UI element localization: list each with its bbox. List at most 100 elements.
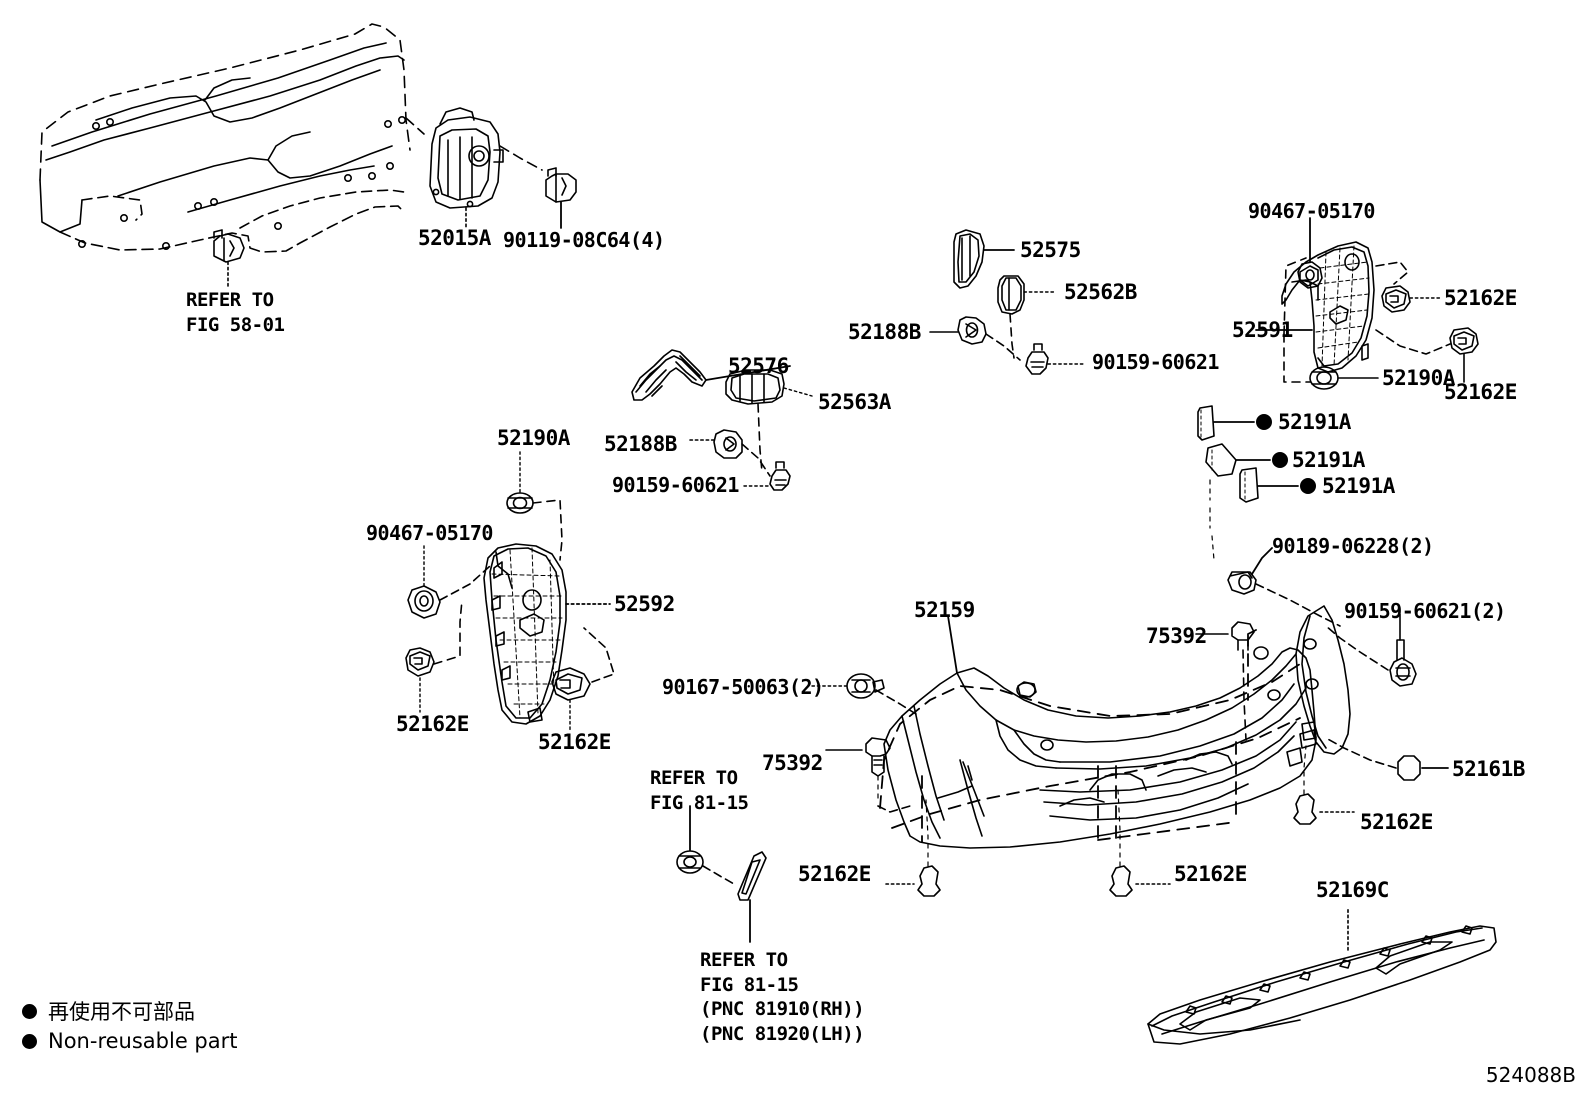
leader-75392-right-down [1242,649,1247,741]
part-52162E-right-upper-clip [1381,285,1411,313]
label-52162e-b1: 52162E [798,862,871,886]
leader-90159-2-dash [1325,625,1389,671]
part-52575-retainer [953,229,985,289]
leader-75392-left-dash [877,805,911,813]
part-52162E-bottom-clip-1 [917,865,941,897]
label-52161b: 52161B [1452,757,1525,781]
bumper-dashed-sections [879,629,1301,847]
leader-52563a [783,387,813,397]
leader-52562b-down [1009,313,1015,359]
non-reusable-dot-icon [22,1003,37,1019]
leader-90189 [1251,547,1273,575]
label-90159-60621-2: 90159-60621(2) [1344,599,1506,623]
part-52015A-bracket [429,107,504,209]
part-52162E-right-lower-clip [1449,327,1479,355]
label-90167-50063: 90167-50063(2) [662,675,824,699]
label-52576: 52576 [728,354,789,378]
part-52162E-right-bumper-clip [1293,793,1317,825]
non-reusable-dot-icon-2 [22,1033,37,1049]
part-52563A-retainer [725,369,785,405]
part-52162E-left-clip-1 [405,647,435,677]
leader-52161b-dash [1325,737,1397,769]
legend-jp-text: 再使用不可部品 [48,1000,195,1024]
part-90189-06228-screw [1227,571,1257,595]
leader-52015a-to-bolt [499,145,543,171]
label-52188b-mid: 52188B [604,432,677,456]
part-52592-seal [483,543,567,725]
part-90467-05170-left-clip [407,585,441,619]
label-52169c: 52169C [1316,878,1389,902]
part-90159-60621-2-bolt [1389,639,1417,687]
part-52562B-retainer [997,275,1025,315]
non-reusable-dot-52191a-1 [1256,414,1272,430]
label-52162e-l2: 52162E [538,730,611,754]
non-reusable-dot-52191a-3 [1300,478,1316,494]
label-90189-06228: 90189-06228(2) [1272,534,1434,558]
label-52015a: 52015A [418,226,491,250]
part-52162E-left-clip-2 [551,667,591,701]
part-52591-seal [1281,241,1375,373]
label-75392-right: 75392 [1146,624,1207,648]
label-52562b: 52562B [1064,280,1137,304]
label-75392-left: 75392 [762,751,823,775]
leader-52191a-down [1209,479,1215,561]
label-refer-fig-58-01: REFER TO FIG 58-01 [186,289,285,336]
label-90119-08c64: 90119-08C64(4) [503,228,665,252]
part-refer-81-15-grommet [676,850,704,874]
label-refer-fig-81-15-b: REFER TO FIG 81-15 (PNC 81910(RH)) (PNC … [700,949,865,1046]
legend-en-text: Non-reusable part [48,1029,238,1053]
leader-90167-dash [875,689,917,715]
leader-52162e-l2-dash [583,627,615,683]
part-rear-moulding-sliver [737,851,767,901]
label-52162e-r3: 52162E [1360,810,1433,834]
label-52190a-right: 52190A [1382,366,1455,390]
label-refer-fig-81-15-a: REFER TO FIG 81-15 [650,767,749,814]
label-52188b-top: 52188B [848,320,921,344]
leader-52563a-down [757,403,763,473]
leader-52576 [705,365,791,381]
legend: 再使用不可部品 Non-reusable part [22,996,237,1056]
leader-52162e-b2-up [1117,789,1121,867]
part-52162E-bottom-clip-2 [1109,865,1133,897]
label-52191a-3: 52191A [1322,474,1395,498]
label-52191a-1: 52191A [1278,410,1351,434]
rear-body-panel-outline [39,23,411,253]
label-52575: 52575 [1020,238,1081,262]
part-52161B-cap [1397,755,1421,781]
part-90159-60621-mid-screw [769,461,791,491]
label-52162e-r1: 52162E [1444,286,1517,310]
leader-90189-dash [1255,583,1341,627]
legend-row-jp: 再使用不可部品 [22,996,237,1026]
part-52188B-mid-clip [713,429,743,459]
label-52162e-l1: 52162E [396,712,469,736]
part-52188B-top-clip [957,316,987,345]
label-90467-05170-right: 90467-05170 [1248,199,1375,223]
label-52162e-r2: 52162E [1444,380,1517,404]
label-52592: 52592 [614,592,675,616]
part-52159-rear-bumper-cover [883,646,1317,849]
leader-panel-to-nut [239,189,405,229]
leader-52162e-l1-dash [433,599,463,665]
part-52191A-pad-2 [1205,443,1237,477]
label-90159-60621-mid: 90159-60621 [612,473,739,497]
leader-52159 [947,615,958,674]
legend-row-en: Non-reusable part [22,1026,237,1056]
part-90119-bolt [545,167,577,203]
part-90159-60621-top-screw [1025,343,1049,375]
label-52563a: 52563A [818,390,891,414]
leader-52162e-r2-dash [1375,329,1451,355]
leader-52162e-r3-up [1303,745,1307,795]
label-52162e-b2: 52162E [1174,862,1247,886]
leader-90467-left-dash [439,565,491,601]
part-52191A-pad-1 [1197,405,1215,441]
label-52159: 52159 [914,598,975,622]
label-52191a-2: 52191A [1292,448,1365,472]
bumper-right-side-bracket [1295,605,1351,755]
part-52190A-left-grommet [506,492,534,514]
part-52169C-spoiler [1147,925,1497,1045]
part-refer-58-01-nut [213,229,245,263]
part-90167-50063-screw [846,673,885,699]
leader-52188b-to-screw [741,443,771,477]
